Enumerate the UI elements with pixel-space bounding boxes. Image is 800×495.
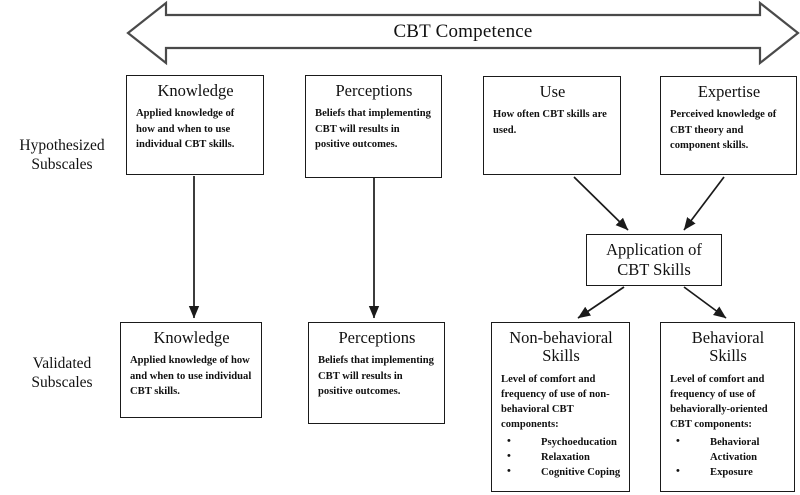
bullet-label: Cognitive Coping: [541, 467, 621, 479]
bullet-label: Behavioral Activation: [710, 437, 760, 464]
node-title: Behavioral Skills: [691, 328, 765, 366]
node-title: Use: [539, 82, 566, 101]
node-body: Beliefs that implementing CBT will resul…: [315, 108, 431, 150]
banner-title: CBT Competence: [393, 21, 533, 42]
node-title: Non-behavioral Skills: [509, 328, 613, 366]
node-body: How often CBT skills are used.: [493, 109, 607, 136]
node-validated-perceptions[interactable]: Perceptions Beliefs that implementing CB…: [308, 322, 445, 424]
row-label-validated: Validated Subscales: [2, 354, 122, 393]
list-item: Psychoeducation: [501, 434, 621, 450]
arrow-application-to-non-behavioral: [577, 286, 625, 319]
node-body: Level of comfort and frequency of use of…: [670, 373, 768, 431]
node-body: Applied knowledge of how and when to use…: [136, 108, 235, 150]
row-label-validated-line2: Subscales: [31, 374, 93, 392]
node-title: Perceptions: [335, 81, 413, 100]
node-title: Perceptions: [338, 328, 416, 347]
list-item: Behavioral Activation: [670, 434, 786, 465]
node-validated-knowledge[interactable]: Knowledge Applied knowledge of how and w…: [120, 322, 262, 418]
node-body: Level of comfort and frequency of use of…: [501, 373, 610, 431]
arrow-application-to-behavioral: [683, 286, 727, 319]
node-validated-non-behavioral-skills[interactable]: Non-behavioral Skills Level of comfort a…: [491, 322, 630, 492]
bullet-list-non-behavioral: Psychoeducation Relaxation Cognitive Cop…: [501, 434, 621, 480]
row-label-hypothesized-line1: Hypothesized: [19, 137, 105, 154]
node-body: Applied knowledge of how and when to use…: [130, 355, 252, 397]
arrow-expertise-to-application: [683, 176, 725, 231]
list-item: Exposure: [670, 464, 786, 480]
node-hypothesized-perceptions[interactable]: Perceptions Beliefs that implementing CB…: [305, 75, 442, 178]
node-hypothesized-use[interactable]: Use How often CBT skills are used.: [483, 76, 621, 175]
node-hypothesized-expertise[interactable]: Expertise Perceived knowledge of CBT the…: [660, 76, 797, 175]
node-validated-behavioral-skills[interactable]: Behavioral Skills Level of comfort and f…: [660, 322, 795, 492]
row-label-validated-line1: Validated: [32, 355, 92, 372]
node-body: Beliefs that implementing CBT will resul…: [318, 355, 434, 397]
node-body: Perceived knowledge of CBT theory and co…: [670, 109, 777, 151]
node-title: Expertise: [697, 82, 761, 101]
list-item: Relaxation: [501, 449, 621, 465]
row-label-hypothesized-line2: Subscales: [31, 156, 93, 174]
node-title: Application of CBT Skills: [606, 240, 702, 279]
bullet-label: Exposure: [710, 467, 753, 479]
row-label-hypothesized: Hypothesized Subscales: [2, 136, 122, 175]
node-hypothesized-knowledge[interactable]: Knowledge Applied knowledge of how and w…: [126, 75, 264, 175]
node-title: Knowledge: [153, 328, 230, 347]
bullet-list-behavioral: Behavioral Activation Exposure: [670, 434, 786, 480]
node-application-of-cbt-skills[interactable]: Application of CBT Skills: [586, 234, 722, 286]
list-item: Cognitive Coping: [501, 464, 621, 480]
bullet-label: Relaxation: [541, 452, 590, 464]
arrow-use-to-application: [573, 176, 629, 231]
bullet-label: Psychoeducation: [541, 437, 617, 449]
node-title: Knowledge: [157, 81, 234, 100]
